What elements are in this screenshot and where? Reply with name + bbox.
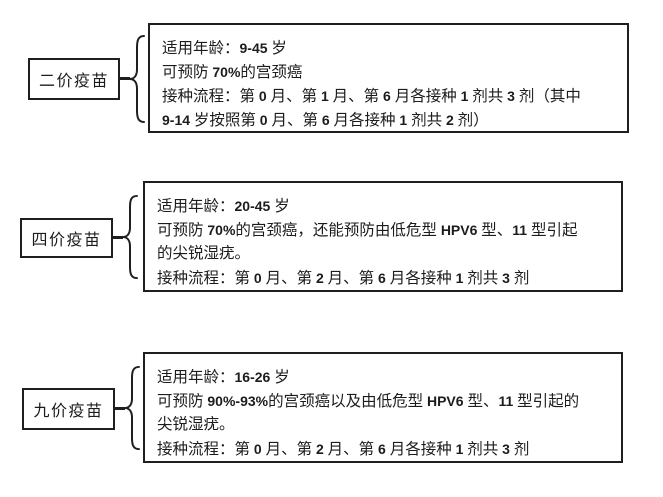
info-line-schedule-cont: 9-14 岁按照第 0 月、第 6 月各接种 1 剂共 2 剂） bbox=[162, 112, 489, 129]
info-line-protection-cont: 的尖锐湿疣。 bbox=[157, 245, 251, 262]
info-line-protection-cont: 尖锐湿疣。 bbox=[157, 416, 235, 433]
left-brace-icon bbox=[124, 366, 140, 450]
vaccine-name: 九价疫苗 bbox=[33, 403, 104, 420]
info-line-protection: 可预防 70%的宫颈癌，还能预防由低危型 HPV6 型、11 型引起 bbox=[157, 222, 578, 239]
info-line-schedule: 接种流程：第 0 月、第 1 月、第 6 月各接种 1 剂共 3 剂（其中 bbox=[162, 88, 581, 105]
vaccine-name: 四价疫苗 bbox=[31, 232, 102, 249]
connector-line bbox=[119, 77, 130, 80]
vaccine-label-box: 九价疫苗 bbox=[22, 388, 115, 430]
info-line-schedule: 接种流程：第 0 月、第 2 月、第 6 月各接种 1 剂共 3 剂 bbox=[157, 441, 530, 458]
vaccine-info-box: 适用年龄：16-26 岁 可预防 90%-93%的宫颈癌以及由低危型 HPV6 … bbox=[143, 352, 623, 463]
vaccine-name: 二价疫苗 bbox=[38, 73, 109, 90]
left-brace-icon bbox=[122, 195, 138, 279]
info-line-age: 适用年龄：16-26 岁 bbox=[157, 369, 290, 386]
connector-line bbox=[112, 236, 123, 239]
vaccine-label-box: 四价疫苗 bbox=[20, 218, 113, 258]
left-brace-icon bbox=[129, 35, 145, 123]
connector-line bbox=[114, 407, 125, 410]
vaccine-info-box: 适用年龄：20-45 岁 可预防 70%的宫颈癌，还能预防由低危型 HPV6 型… bbox=[143, 181, 623, 292]
vaccine-info-box: 适用年龄：9-45 岁 可预防 70%的宫颈癌 接种流程：第 0 月、第 1 月… bbox=[148, 23, 629, 133]
info-line-protection: 可预防 70%的宫颈癌 bbox=[162, 64, 303, 81]
info-line-age: 适用年龄：20-45 岁 bbox=[157, 198, 290, 215]
info-line-schedule: 接种流程：第 0 月、第 2 月、第 6 月各接种 1 剂共 3 剂 bbox=[157, 270, 530, 287]
info-line-age: 适用年龄：9-45 岁 bbox=[162, 40, 287, 57]
info-line-protection: 可预防 90%-93%的宫颈癌以及由低危型 HPV6 型、11 型引起的 bbox=[157, 393, 580, 410]
vaccine-label-box: 二价疫苗 bbox=[28, 58, 120, 100]
